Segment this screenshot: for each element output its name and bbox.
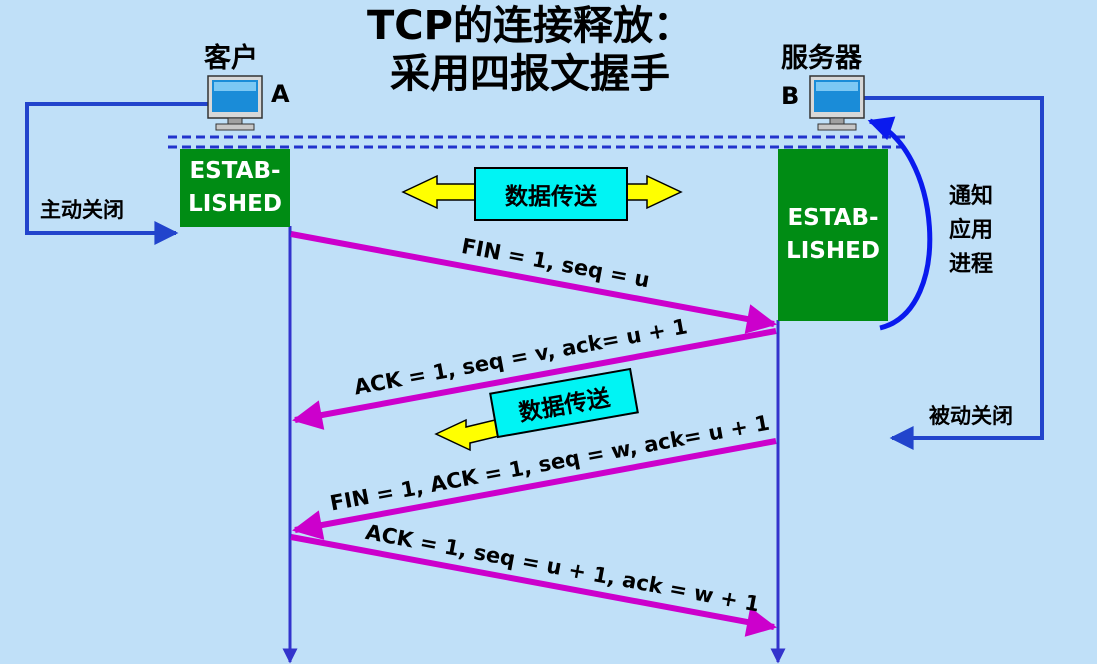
server-name: 服务器: [781, 43, 862, 74]
active-close-arrow: [25, 102, 210, 245]
computer-icon: [207, 75, 263, 131]
diagram-title: TCP的连接释放： 采用四报文握手: [330, 2, 730, 98]
computer-icon: [809, 75, 865, 131]
passive-close-arrow: [862, 96, 1044, 450]
notify-application-label: 通知 应用 进程: [949, 184, 994, 277]
message-arrow-fin-2: [292, 438, 777, 540]
title-line-2: 采用四报文握手: [390, 51, 670, 97]
client-letter: A: [271, 80, 290, 108]
message-arrow-fin-1: [290, 231, 777, 334]
client-state-box: ESTAB- LISHED: [180, 149, 290, 227]
server-state-box: ESTAB- LISHED: [778, 149, 888, 321]
active-close-label: 主动关闭: [40, 198, 124, 222]
message-arrow-ack-1: [292, 328, 777, 430]
message-arrow-ack-2: [290, 534, 777, 637]
title-line-1: TCP的连接释放：: [367, 3, 693, 49]
notify-application-arrow: [867, 116, 933, 331]
passive-close-label: 被动关闭: [929, 404, 1013, 428]
server-letter: B: [781, 82, 800, 110]
client-name: 客户: [204, 43, 258, 74]
data-transfer-box: 数据传送: [474, 167, 628, 221]
